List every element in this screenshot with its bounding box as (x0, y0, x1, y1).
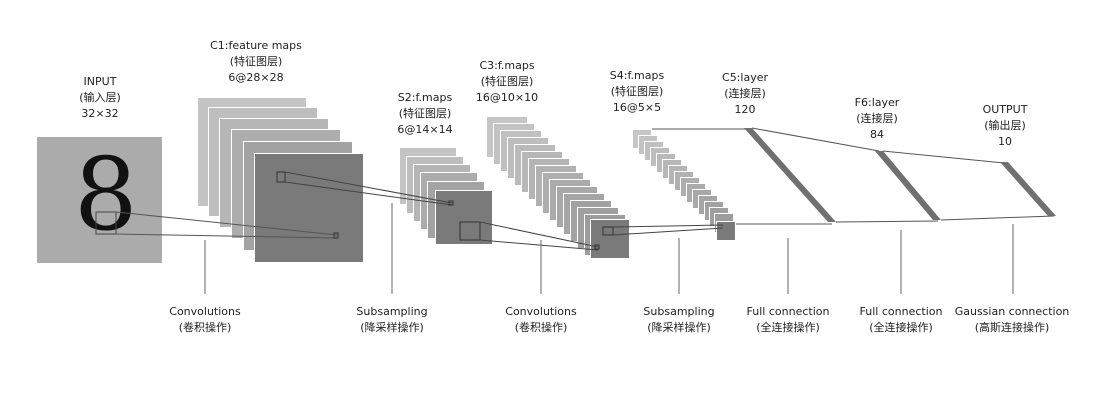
f6-to-output-line-bottom (940, 215, 1055, 221)
op-full2: Full connection(全连接操作) (859, 305, 943, 334)
c5-to-f6-line-top (751, 127, 880, 152)
op-full1: Full connection(全连接操作) (746, 305, 830, 334)
c3-kernel (602, 226, 614, 236)
op-sub1: Subsampling(降采样操作) (356, 305, 428, 334)
input-kernel (95, 211, 117, 235)
label-s2: S2:f.maps(特征图层)6@14×14 (397, 91, 453, 136)
input-image (37, 137, 162, 263)
label-s4: S4:f.maps(特征图层)16@5×5 (609, 69, 665, 114)
s4-map-16 (716, 221, 736, 241)
label-f6: F6:layer(连接层)84 (854, 96, 900, 141)
label-c1: C1:feature maps(特征图层)6@28×28 (210, 39, 302, 84)
f6-to-output-line-top (882, 150, 1005, 164)
c3-map-16 (590, 219, 630, 259)
c1-kernel (276, 171, 286, 183)
input-to-c1-line-1 (115, 211, 338, 236)
output-bar (1000, 162, 1056, 216)
op-conv2: Convolutions(卷积操作) (505, 305, 577, 334)
s2-to-c3-line-1 (479, 221, 599, 248)
f6-bar (875, 151, 941, 220)
c1-target-point (333, 232, 339, 239)
label-c3: C3:f.maps(特征图层)16@10×10 (475, 59, 539, 104)
label-output: OUTPUT(输出层)10 (982, 103, 1028, 148)
c3-to-s4-line-2 (612, 227, 724, 236)
input-to-c1-line-2 (115, 233, 338, 239)
c3-target-point (594, 244, 600, 250)
s2-target-point (448, 200, 454, 206)
op-sub2: Subsampling(降采样操作) (643, 305, 715, 334)
c1-map-6 (254, 153, 364, 263)
op-gauss: Gaussian connection(高斯连接操作) (954, 305, 1070, 334)
s2-map-6 (435, 190, 493, 245)
label-input: INPUT(输入层)32×32 (79, 75, 121, 120)
input-digit: 8 (74, 136, 138, 253)
c3-to-s4-line-1 (612, 224, 724, 228)
c1-to-s2-line-1 (284, 171, 453, 204)
s2-kernel (459, 221, 481, 241)
s2-to-c3-line-2 (479, 239, 599, 251)
c1-to-s2-line-2 (284, 181, 453, 206)
op-conv1: Convolutions(卷积操作) (169, 305, 241, 334)
c5-to-f6-line-bottom (835, 220, 939, 223)
c5-bar (744, 128, 836, 222)
label-c5: C5:layer(连接层)120 (722, 71, 768, 116)
